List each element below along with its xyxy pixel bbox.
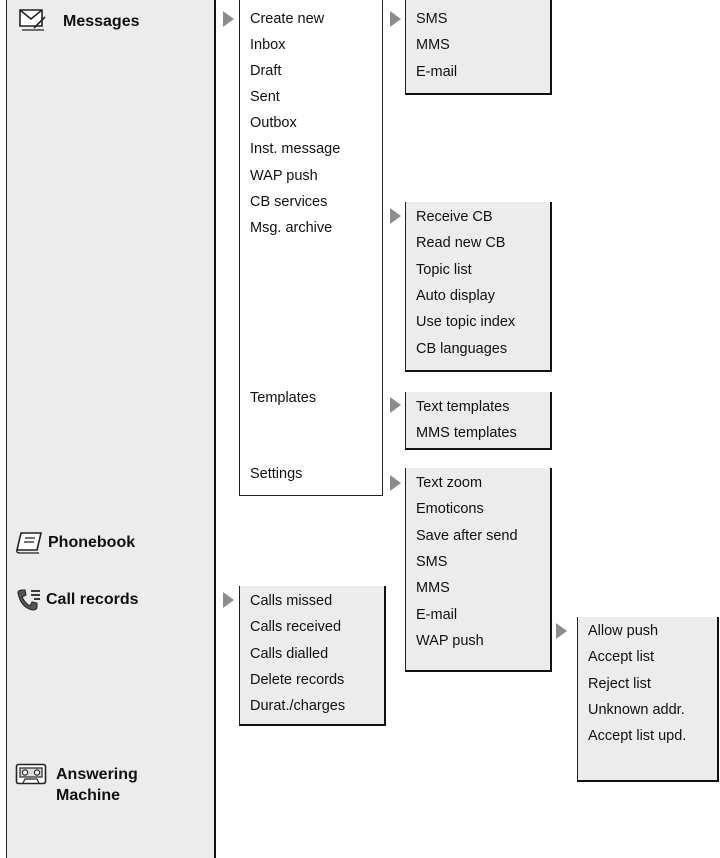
call-records-item[interactable]: Calls received [250,619,342,636]
main-menu-phonebook[interactable]: Phonebook [48,534,136,551]
envelope-icon [18,6,48,37]
cb-services-item[interactable]: Topic list [416,261,472,278]
create-new-item[interactable]: MMS [416,37,450,54]
messages-item[interactable]: Draft [250,63,282,79]
messages-item[interactable]: Inst. message [250,141,341,157]
cassette-icon [15,763,47,790]
call-records-submenu [239,586,386,726]
settings-item[interactable]: Emoticons [416,501,484,518]
main-menu-messages[interactable]: Messages [63,13,140,30]
settings-item[interactable]: SMS [416,553,448,570]
arrow-call-records [223,592,234,608]
settings-submenu [405,468,552,672]
wap-push-item[interactable]: Accept list [588,649,655,666]
arrow-cb-services [390,208,401,224]
cb-services-item[interactable]: Read new CB [416,235,506,252]
templates-submenu [405,392,552,450]
settings-item[interactable]: Text zoom [416,475,483,491]
settings-item[interactable]: E-mail [416,606,458,623]
create-new-item[interactable]: SMS [416,11,448,27]
templates-item[interactable]: MMS templates [416,425,517,442]
messages-item[interactable]: CB services [250,194,328,210]
messages-submenu [239,0,383,496]
messages-item[interactable]: Settings [250,466,303,482]
arrow-templates [390,397,401,413]
wap-push-submenu [577,617,719,782]
arrow-create-new [390,11,401,27]
arrow-settings [390,475,401,491]
cb-services-item[interactable]: CB languages [416,340,508,357]
templates-item[interactable]: Text templates [416,399,510,415]
cb-services-item[interactable]: Receive CB [416,209,493,225]
wap-push-item[interactable]: Unknown addr. [588,701,685,718]
wap-push-item[interactable]: Allow push [588,623,659,639]
main-menu-answering-machine-line2[interactable]: Machine [56,787,121,804]
wap-push-item[interactable]: Accept list upd. [588,728,687,745]
create-new-item[interactable]: E-mail [416,63,458,80]
call-records-item[interactable]: Calls dialled [250,645,329,662]
cb-services-item[interactable]: Use topic index [416,314,516,331]
main-menu-call-records[interactable]: Call records [46,591,139,608]
call-records-item[interactable]: Durat./charges [250,698,346,715]
settings-item[interactable]: WAP push [416,632,484,649]
arrow-wap-push [556,623,567,639]
create-new-submenu [405,0,552,95]
main-menu-answering-machine-line1[interactable]: Answering [56,766,138,783]
cb-services-submenu [405,202,552,372]
settings-item[interactable]: MMS [416,580,450,597]
main-menu-column [6,0,216,858]
messages-item[interactable]: Outbox [250,115,297,131]
messages-item[interactable]: WAP push [250,168,318,184]
wap-push-item[interactable]: Reject list [588,675,651,692]
messages-item[interactable]: Inbox [250,37,286,53]
messages-item[interactable]: Sent [250,89,280,105]
cb-services-item[interactable]: Auto display [416,287,495,304]
arrow-messages [223,11,234,27]
settings-item[interactable]: Save after send [416,527,518,544]
messages-item[interactable]: Create new [250,11,325,27]
messages-item[interactable]: Templates [250,390,317,406]
phonebook-icon [15,530,45,559]
messages-item[interactable]: Msg. archive [250,220,333,236]
call-records-icon [15,588,43,617]
call-records-item[interactable]: Delete records [250,671,345,688]
call-records-item[interactable]: Calls missed [250,593,333,609]
